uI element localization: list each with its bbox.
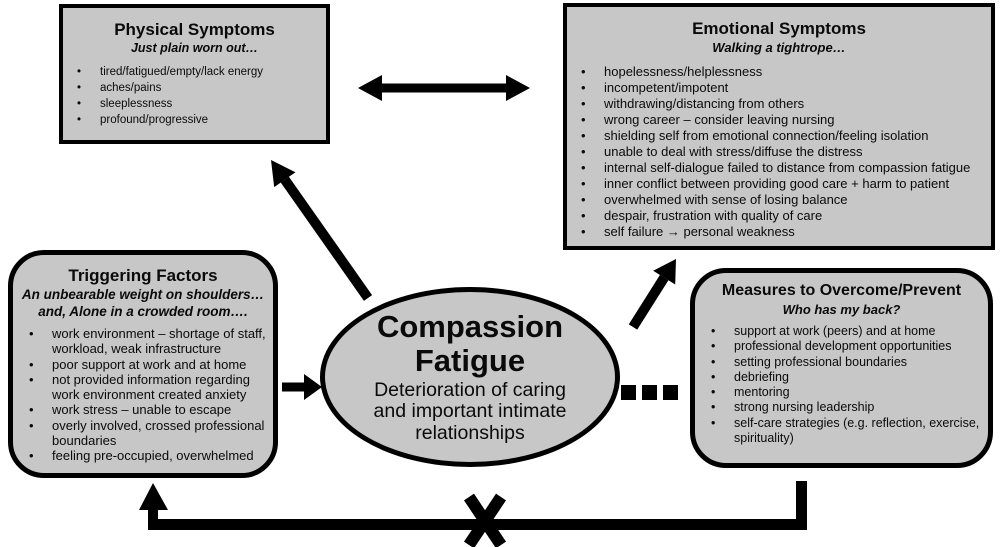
emotional-symptoms-box: Emotional Symptoms Walking a tightrope… … — [563, 3, 995, 250]
list-item: work stress – unable to escape — [23, 402, 273, 417]
list-item: sleeplessness — [71, 96, 326, 112]
list-item: not provided information regarding work … — [23, 372, 273, 403]
list-item: incompetent/impotent — [575, 80, 991, 96]
list-item: self-care strategies (e.g. reflection, e… — [705, 416, 986, 447]
physical-symptoms-list: tired/fatigued/empty/lack energyaches/pa… — [63, 64, 326, 128]
measures-title: Measures to Overcome/Prevent — [721, 282, 962, 299]
physical-symptoms-subtitle: Just plain worn out… — [130, 41, 259, 55]
arrow-ellipse-to-physical — [271, 160, 373, 301]
compassion-fatigue-ellipse: Compassion Fatigue Deterioration of cari… — [320, 287, 620, 467]
list-item: debriefing — [705, 370, 986, 385]
triggering-factors-box: Triggering Factors An unbearable weight … — [8, 250, 278, 478]
triggering-factors-subtitle-line2: and, Alone in a crowded room…. — [38, 304, 248, 319]
list-item: despair, frustration with quality of car… — [575, 208, 991, 224]
list-item: professional development opportunities — [705, 339, 986, 354]
list-item: feeling pre-occupied, overwhelmed — [23, 448, 273, 463]
blocked-x-mark — [464, 493, 506, 547]
list-item: overwhelmed with sense of losing balance — [575, 192, 991, 208]
list-item: wrong career – consider leaving nursing — [575, 112, 991, 128]
list-item: self failure → personal weakness — [575, 224, 991, 240]
list-item: shielding self from emotional connection… — [575, 128, 991, 144]
emotional-symptoms-title: Emotional Symptoms — [692, 19, 866, 38]
measures-subtitle: Who has my back? — [782, 302, 901, 317]
triggering-factors-title: Triggering Factors — [68, 266, 218, 285]
list-item: withdrawing/distancing from others — [575, 96, 991, 112]
list-item: aches/pains — [71, 80, 326, 96]
list-item: work environment – shortage of staff, wo… — [23, 326, 273, 357]
list-item: strong nursing leadership — [705, 400, 986, 415]
list-item: setting professional boundaries — [705, 355, 986, 370]
list-item: poor support at work and at home — [23, 357, 273, 372]
triggering-factors-list: work environment – shortage of staff, wo… — [13, 326, 273, 464]
measures-list: support at work (peers) and at homeprofe… — [695, 324, 988, 446]
emotional-symptoms-list: hopelessness/helplessnessincompetent/imp… — [567, 64, 991, 240]
list-item: support at work (peers) and at home — [705, 324, 986, 339]
double-arrow-physical-emotional — [358, 75, 530, 101]
list-item: tired/fatigued/empty/lack energy — [71, 64, 326, 80]
emotional-symptoms-subtitle: Walking a tightrope… — [712, 40, 846, 55]
physical-symptoms-box: Physical Symptoms Just plain worn out… t… — [59, 4, 330, 144]
list-item: mentoring — [705, 385, 986, 400]
physical-symptoms-title: Physical Symptoms — [114, 20, 275, 39]
list-item: internal self-dialogue failed to distanc… — [575, 160, 991, 176]
compassion-fatigue-title: Compassion Fatigue — [376, 308, 564, 378]
list-item: inner conflict between providing good ca… — [575, 176, 991, 192]
list-item: unable to deal with stress/diffuse the d… — [575, 144, 991, 160]
triggering-factors-subtitle-line1: An unbearable weight on shoulders… — [21, 287, 265, 302]
list-item: hopelessness/helplessness — [575, 64, 991, 80]
list-item: overly involved, crossed professional bo… — [23, 418, 273, 449]
measures-box: Measures to Overcome/Prevent Who has my … — [690, 268, 993, 468]
compassion-fatigue-subtitle: Deterioration of caring and important in… — [373, 378, 567, 444]
arrow-triggering-to-ellipse — [282, 374, 322, 400]
dashed-arrow-ellipse-to-measures — [621, 385, 678, 400]
arrow-ellipse-to-emotional — [628, 259, 676, 330]
list-item: profound/progressive — [71, 112, 326, 128]
